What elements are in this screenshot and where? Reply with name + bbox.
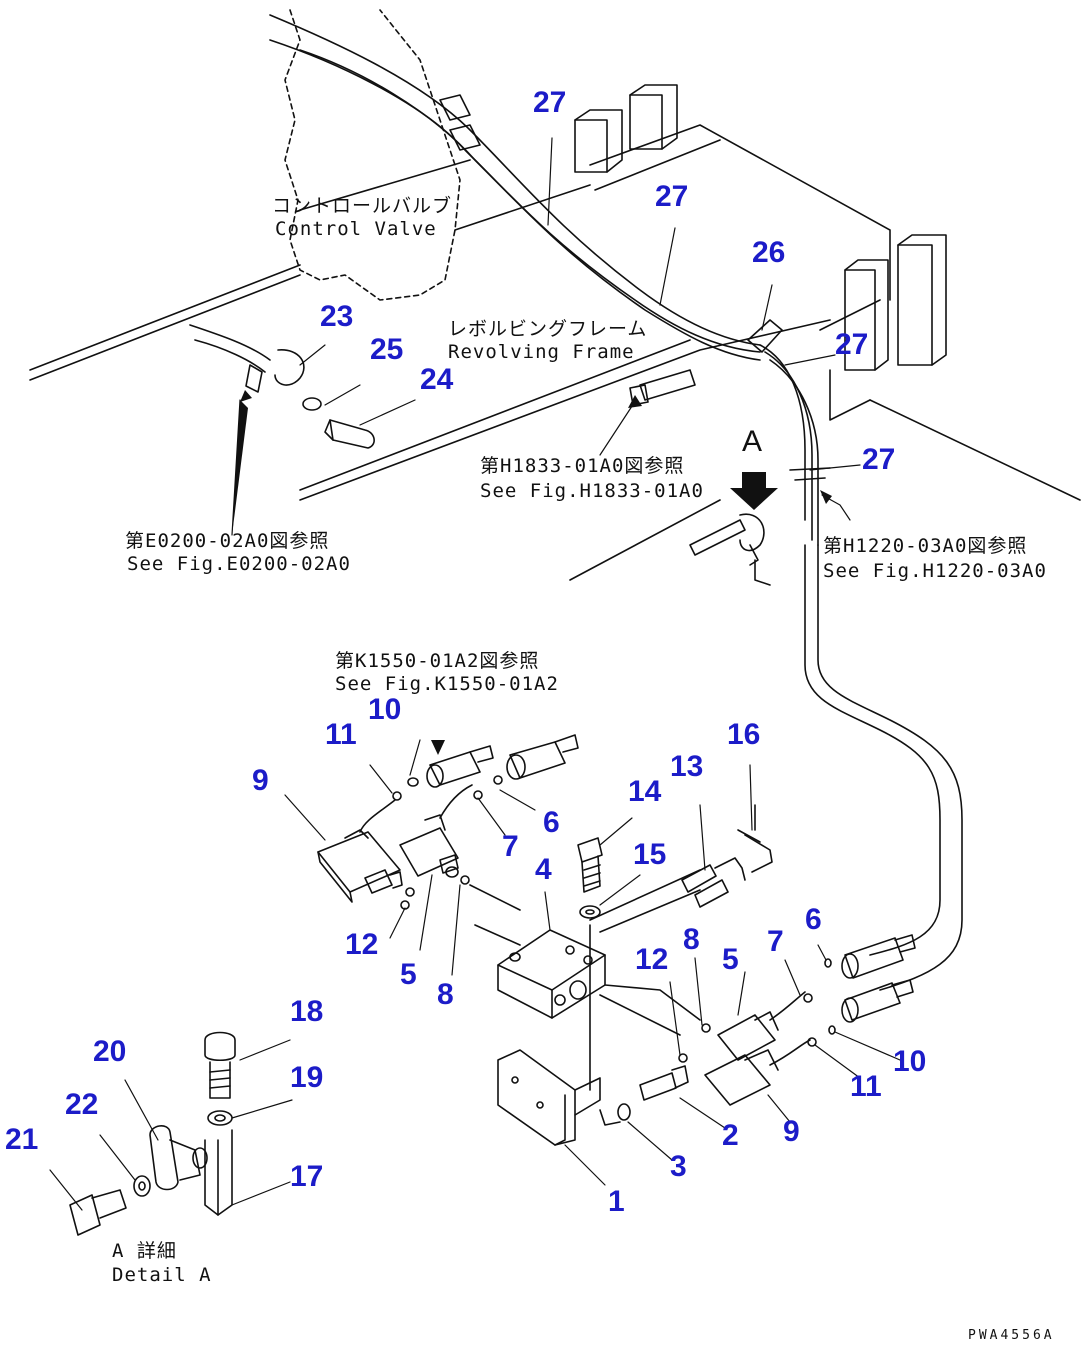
fig-h1220-ref-jp: 第H1220-03A0図参照 [823, 535, 1028, 557]
part-number-4: 4 [535, 853, 552, 886]
part-number-7: 7 [502, 830, 519, 863]
view-a-marker: A [742, 425, 763, 458]
fittings-13-16 [681, 804, 773, 908]
part-number-5: 5 [400, 958, 417, 991]
part-number-18: 18 [290, 995, 324, 1028]
part-number-24: 24 [420, 363, 454, 396]
left-hose-clamp [189, 324, 375, 449]
part-number-13: 13 [670, 750, 704, 783]
part-number-27: 27 [835, 328, 869, 361]
part-number-12: 12 [635, 943, 669, 976]
part-number-27: 27 [533, 86, 567, 119]
fig-e0200-ref-en: See Fig.E0200-02A0 [127, 553, 351, 575]
view-a-clamp [689, 513, 771, 586]
leader-arrowheads [232, 390, 832, 755]
fig-k1550-ref-jp: 第K1550-01A2図参照 [335, 650, 540, 672]
hose-bundle [269, 14, 963, 991]
part-number-2: 2 [722, 1119, 739, 1152]
solenoids-right [678, 958, 836, 1106]
part-number-10: 10 [368, 693, 402, 726]
part-number-6: 6 [805, 903, 822, 936]
leader-lines [49, 137, 901, 1211]
part-number-21: 21 [5, 1123, 39, 1156]
part-number-17: 17 [290, 1160, 324, 1193]
revolving-frame-label-en: Revolving Frame [448, 341, 635, 363]
solenoid-left [317, 799, 415, 910]
part-number-3: 3 [670, 1150, 687, 1183]
part-number-9: 9 [783, 1115, 800, 1148]
right-fittings [841, 934, 916, 1023]
part-number-5: 5 [722, 943, 739, 976]
part-number-8: 8 [437, 978, 454, 1011]
part-number-26: 26 [752, 236, 786, 269]
part-number-10: 10 [893, 1045, 927, 1078]
part-number-9: 9 [252, 764, 269, 797]
part-number-14: 14 [628, 775, 662, 808]
detail-a-label-en: Detail A [112, 1264, 212, 1286]
control-valve-outline [284, 9, 461, 301]
part-number-7: 7 [767, 925, 784, 958]
manifold-block [469, 869, 701, 1036]
part-number-8: 8 [683, 923, 700, 956]
part-number-19: 19 [290, 1061, 324, 1094]
control-valve-label-en: Control Valve [275, 218, 437, 240]
part-number-27: 27 [862, 443, 896, 476]
drawing-code: PWA4556A [968, 1328, 1055, 1343]
part-number-15: 15 [633, 838, 667, 871]
part-number-20: 20 [93, 1035, 127, 1068]
fig-h1220-ref-en: See Fig.H1220-03A0 [823, 560, 1047, 582]
revolving-frame [29, 84, 1081, 581]
part-number-12: 12 [345, 928, 379, 961]
part-number-11: 11 [850, 1070, 882, 1103]
fig-h1833-ref-jp: 第H1833-01A0図参照 [480, 455, 685, 477]
solenoid-center [399, 784, 473, 885]
revolving-frame-label-jp: レボルビングフレーム [448, 318, 648, 340]
control-valve-label-jp: コントロールバルブ [272, 195, 453, 217]
detail-a-label-jp: A 詳細 [112, 1240, 177, 1262]
part-number-22: 22 [65, 1088, 99, 1121]
bolt-and-washer [577, 837, 603, 1091]
fig-h1833-ref-en: See Fig.H1833-01A0 [480, 480, 704, 502]
part-number-6: 6 [543, 806, 560, 839]
part-number-16: 16 [727, 718, 761, 751]
part-number-25: 25 [370, 333, 404, 366]
bracket-assembly [497, 1049, 689, 1146]
fig-e0200-ref-jp: 第E0200-02A0図参照 [125, 530, 330, 552]
fig-k1550-ref-en: See Fig.K1550-01A2 [335, 673, 559, 695]
part-number-27: 27 [655, 180, 689, 213]
upper-fittings [392, 734, 579, 801]
detail-a-parts [69, 1031, 236, 1236]
part-number-1: 1 [608, 1185, 625, 1218]
part-number-11: 11 [325, 718, 357, 751]
part-number-23: 23 [320, 300, 354, 333]
mid-fitting [629, 369, 696, 406]
